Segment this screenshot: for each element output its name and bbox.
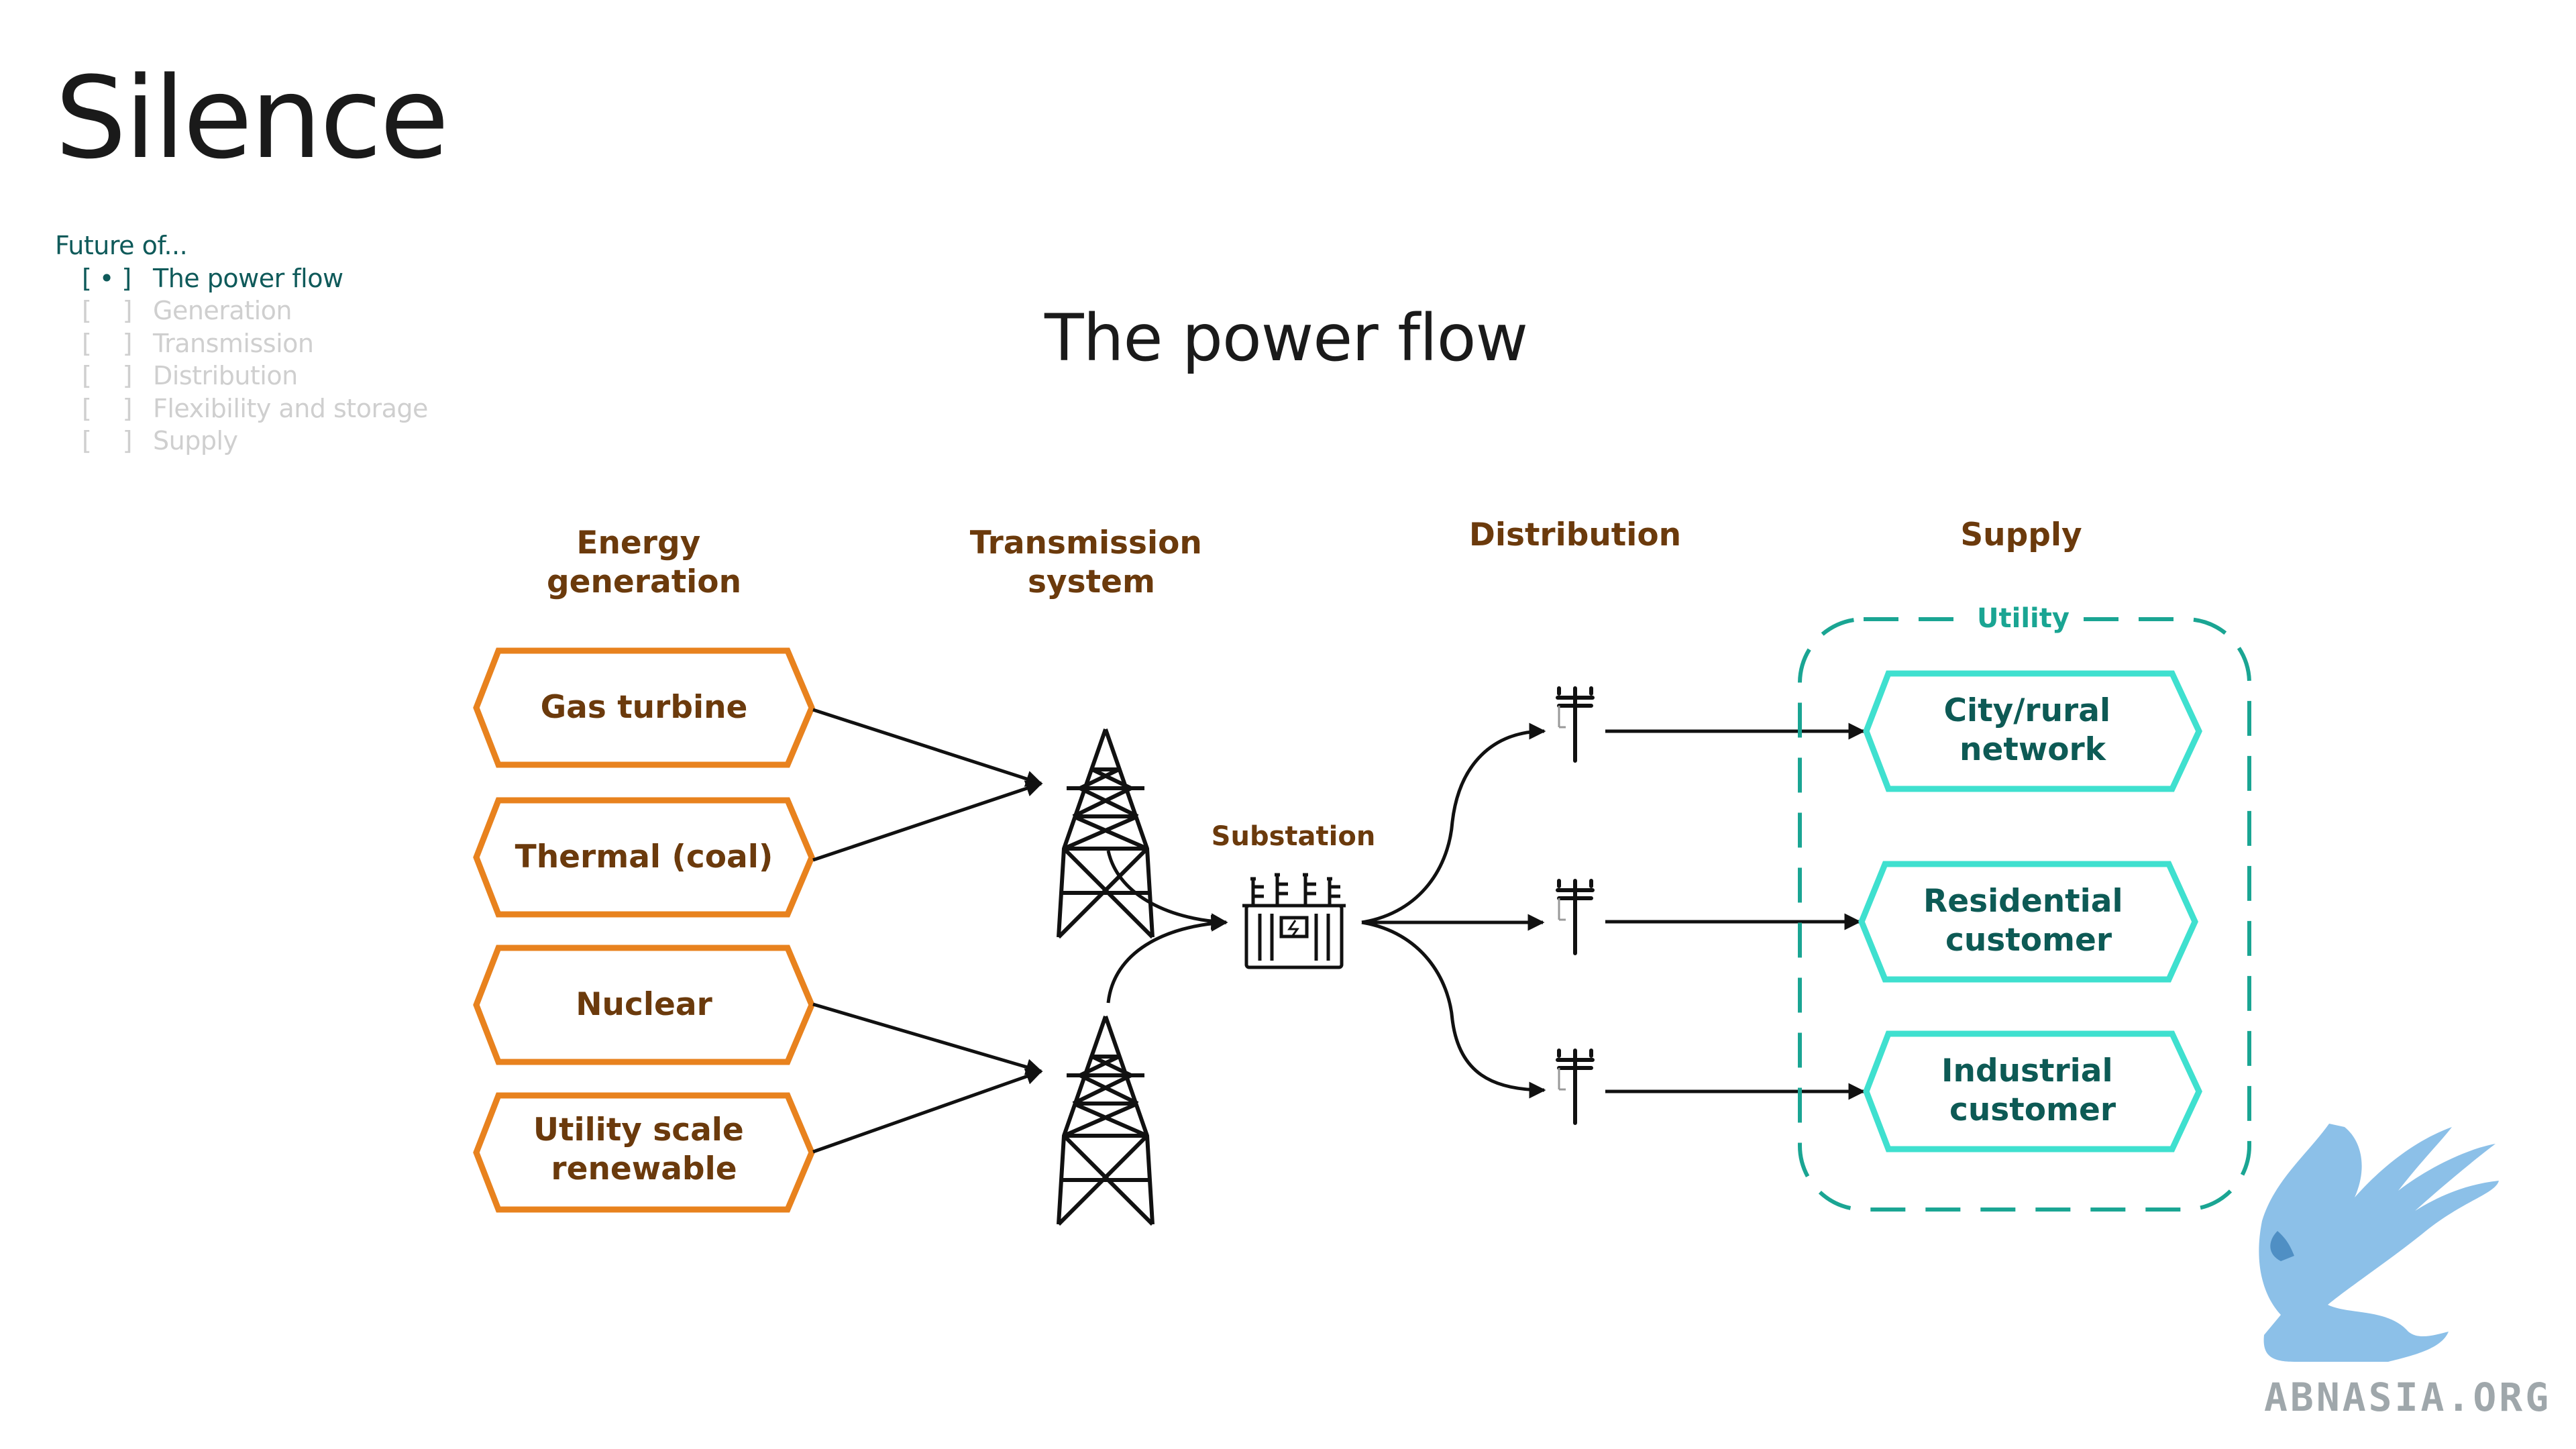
node-industrial-customer[interactable]: Industrial customer — [1863, 1030, 2202, 1152]
column-header-generation: Energy generation — [547, 525, 741, 600]
nav-item-supply[interactable]: [ ] Supply — [55, 425, 428, 458]
generation-connectors — [812, 708, 1043, 1154]
node-utility-scale-renewable[interactable]: Utility scale renewable — [473, 1092, 815, 1213]
node-nuclear[interactable]: Nuclear — [473, 945, 815, 1065]
watermark-griffin-logo — [2259, 1124, 2499, 1362]
column-header-supply: Supply — [1960, 517, 2082, 553]
transmission-pylon-icon — [1059, 729, 1152, 937]
nav-label: Supply — [153, 426, 238, 455]
node-label: Industrial customer — [1941, 1053, 2124, 1128]
column-header-distribution: Distribution — [1469, 517, 1681, 553]
nav-marker: [ ] — [82, 361, 132, 390]
node-label: Nuclear — [576, 986, 712, 1023]
node-label: Residential customer — [1923, 883, 2134, 959]
transmission-pylon-icon — [1059, 1016, 1152, 1224]
node-gas-turbine[interactable]: Gas turbine — [473, 647, 815, 768]
distribution-pole-icon — [1558, 688, 1593, 761]
transmission-connectors — [1106, 850, 1228, 1004]
section-nav: Future of... [ • ] The power flow [ ] Ge… — [55, 229, 428, 458]
distribution-connectors — [1361, 722, 1546, 1099]
nav-marker: [ • ] — [82, 263, 131, 293]
node-city-rural-network[interactable]: City/rural network — [1863, 670, 2202, 792]
node-label: Utility scale renewable — [533, 1112, 755, 1187]
nav-intro: Future of... — [55, 231, 188, 260]
nav-marker: [ ] — [82, 328, 132, 358]
node-label: City/rural network — [1944, 692, 2122, 768]
substation-transformer-icon — [1242, 873, 1346, 969]
nav-item-flexibility[interactable]: [ ] Flexibility and storage — [55, 392, 428, 425]
column-header-transmission: Transmission system — [970, 525, 1214, 600]
nav-item-transmission[interactable]: [ ] Transmission — [55, 327, 428, 360]
nav-label: Flexibility and storage — [153, 393, 428, 423]
distribution-pole-icon — [1558, 1051, 1593, 1123]
nav-item-distribution[interactable]: [ ] Distribution — [55, 360, 428, 392]
nav-marker: [ ] — [82, 426, 132, 455]
nav-label: Transmission — [153, 328, 314, 358]
node-label: Gas turbine — [541, 689, 748, 726]
supply-connectors — [1605, 722, 1866, 1100]
brand-logo-text: Silence — [55, 52, 449, 184]
node-label: Thermal (coal) — [515, 839, 773, 875]
nav-marker: [ ] — [82, 296, 132, 325]
nav-label: Generation — [153, 296, 292, 325]
substation-label: Substation — [1212, 821, 1376, 852]
distribution-pole-icon — [1558, 881, 1593, 953]
node-residential-customer[interactable]: Residential customer — [1858, 861, 2198, 983]
nav-label: The power flow — [153, 263, 343, 293]
nav-label: Distribution — [153, 361, 298, 390]
slide-title: The power flow — [1044, 301, 1528, 376]
watermark-text: ABNASIA.ORG — [2264, 1375, 2551, 1420]
node-thermal-coal[interactable]: Thermal (coal) — [473, 797, 815, 918]
utility-label: Utility — [1977, 603, 2070, 634]
nav-marker: [ ] — [82, 393, 132, 423]
nav-item-generation[interactable]: [ ] Generation — [55, 294, 428, 327]
nav-item-power-flow[interactable]: [ • ] The power flow — [55, 262, 428, 295]
